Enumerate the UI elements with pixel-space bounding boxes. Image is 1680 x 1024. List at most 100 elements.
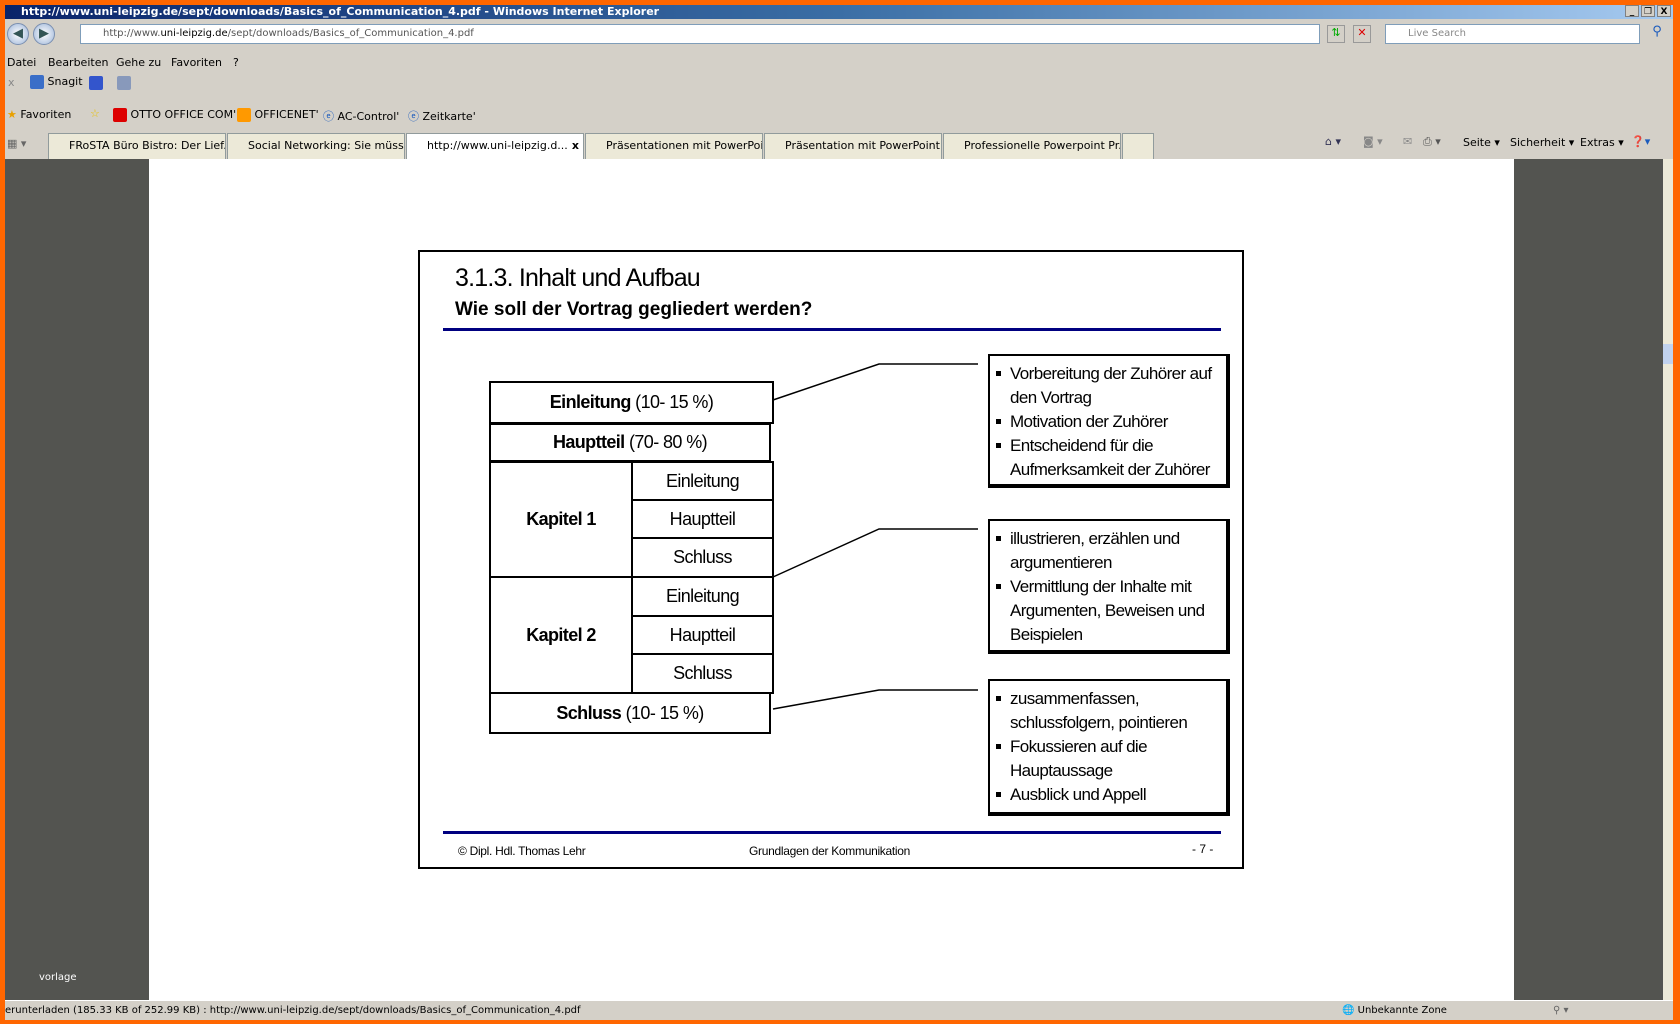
tab-social-networking[interactable]: Social Networking: Sie müsse...	[227, 133, 405, 159]
bullet-text: Motivation der Zuhörer	[996, 410, 1218, 434]
stop-icon[interactable]: ✕	[1353, 25, 1371, 43]
menu-datei[interactable]: Datei	[7, 56, 37, 69]
edit-icon[interactable]	[117, 76, 131, 90]
window-controls: _❐X	[1625, 5, 1671, 17]
search-input[interactable]: Live Search	[1385, 24, 1640, 44]
bullet-text: Vorbereitung der Zuhörer auf	[996, 362, 1218, 386]
refresh-icon[interactable]: ⇅	[1327, 25, 1345, 43]
bullet-text: Fokussieren auf die	[996, 735, 1218, 759]
ie-icon: ⓔ	[408, 110, 419, 123]
kapitel-2-box: Kapitel 2	[489, 576, 633, 694]
forward-button[interactable]: ▶	[33, 23, 55, 45]
kapitel-1-box: Kapitel 1	[489, 461, 633, 578]
slide-title: 3.1.3. Inhalt und Aufbau	[455, 264, 701, 292]
status-text: erunterladen (185.33 KB of 252.99 KB) : …	[5, 1005, 581, 1016]
browser-chrome: ◀ ▶ http://www.uni-leipzig.de/sept/downl…	[5, 19, 1673, 159]
connector-line	[772, 689, 978, 710]
connector-line	[772, 528, 978, 578]
footer-author: © Dipl. Hdl. Thomas Lehr	[458, 844, 586, 858]
star-icon: ★	[7, 108, 17, 121]
globe-icon: 🌐	[1342, 1005, 1355, 1016]
footer-divider	[443, 831, 1221, 834]
bullet-text: schlussfolgern, pointieren	[1010, 713, 1188, 732]
capture-icon[interactable]	[89, 76, 103, 90]
officenet-icon	[237, 108, 251, 122]
connector-line	[772, 363, 978, 401]
restore-button[interactable]: ❐	[1641, 5, 1655, 17]
bullet-text: argumentieren	[1010, 553, 1112, 572]
snagit-button[interactable]: Snagit	[30, 75, 83, 89]
menu-gehe-zu[interactable]: Gehe zu	[116, 56, 162, 69]
einleitung-box: Einleitung (10- 15 %)	[489, 381, 774, 424]
tab-uni-leipzig[interactable]: http://www.uni-leipzig.d... x	[406, 133, 584, 159]
kapitel-2-einleitung: Einleitung	[631, 576, 774, 617]
home-icon[interactable]: ⌂ ▾	[1325, 135, 1342, 148]
bullet-text: Hauptaussage	[1010, 761, 1113, 780]
connector-lines	[772, 363, 978, 710]
vertical-scrollbar[interactable]	[1663, 159, 1673, 1000]
close-toolbar-icon[interactable]: x	[8, 76, 15, 89]
feeds-icon[interactable]: ◙ ▾	[1363, 135, 1383, 148]
header-divider	[443, 328, 1221, 331]
fav-link-ac-control[interactable]: ⓔ AC-Control'	[323, 110, 400, 123]
kapitel-1-einleitung: Einleitung	[631, 461, 774, 501]
title-bar: http://www.uni-leipzig.de/sept/downloads…	[5, 5, 1673, 19]
close-tab-icon[interactable]: x	[571, 139, 579, 152]
bullet-text: den Vortrag	[1010, 388, 1092, 407]
bullet-text: zusammenfassen,	[996, 687, 1218, 711]
menu-help[interactable]: ?	[233, 56, 239, 69]
bullet-text: Ausblick und Appell	[996, 783, 1218, 807]
bullet-text: Vermittlung der Inhalte mit	[996, 575, 1218, 599]
close-button[interactable]: X	[1657, 5, 1671, 17]
snagit-icon	[30, 75, 44, 89]
menu-extras[interactable]: Extras ▾	[1580, 136, 1624, 149]
tab-professionelle[interactable]: Professionelle Powerpoint Pr...	[943, 133, 1121, 159]
status-bar: erunterladen (185.33 KB of 252.99 KB) : …	[5, 1000, 1673, 1020]
menu-seite[interactable]: Seite ▾	[1463, 136, 1500, 149]
menu-favoriten[interactable]: Favoriten	[171, 56, 222, 69]
hauptteil-box: Hauptteil (70- 80 %)	[489, 423, 771, 462]
bullet-text: Argumenten, Beweisen und	[1010, 601, 1205, 620]
add-favorite-icon[interactable]: ☆	[90, 107, 100, 120]
zoom-icon[interactable]: ⚲ ▾	[1553, 1005, 1569, 1016]
notes-schluss: zusammenfassen, schlussfolgern, pointiere…	[988, 679, 1230, 816]
menu-bearbeiten[interactable]: Bearbeiten	[48, 56, 109, 69]
ie-icon: ⓔ	[323, 110, 334, 123]
tab-praesentation[interactable]: Präsentation mit PowerPoint	[764, 133, 942, 159]
schluss-box: Schluss (10- 15 %)	[489, 692, 771, 734]
slide-subtitle: Wie soll der Vortrag gegliedert werden?	[455, 299, 813, 320]
tab-praesentationen[interactable]: Präsentationen mit PowerPoi...	[585, 133, 763, 159]
scroll-thumb[interactable]	[1663, 344, 1673, 364]
fav-link-zeitkarte[interactable]: ⓔ Zeitkarte'	[408, 110, 476, 123]
favorites-button[interactable]: ★ Favoriten	[7, 108, 72, 121]
search-icon[interactable]: ⚲	[1652, 24, 1662, 39]
tab-frosta[interactable]: FRoSTA Büro Bistro: Der Lief...	[48, 133, 226, 159]
minimize-button[interactable]: _	[1625, 5, 1639, 17]
slide: 3.1.3. Inhalt und Aufbau Wie soll der Vo…	[418, 250, 1244, 869]
mail-icon[interactable]: ✉	[1403, 135, 1413, 148]
kapitel-2-schluss: Schluss	[631, 653, 774, 694]
bullet-text: Beispielen	[1010, 625, 1083, 644]
back-button[interactable]: ◀	[7, 23, 29, 45]
kapitel-1-hauptteil: Hauptteil	[631, 499, 774, 539]
address-bar[interactable]: http://www.uni-leipzig.de/sept/downloads…	[80, 24, 1320, 44]
sidebar-label: vorlage	[39, 972, 77, 983]
window-title: http://www.uni-leipzig.de/sept/downloads…	[21, 5, 660, 18]
otto-icon	[113, 108, 127, 122]
menu-sicherheit[interactable]: Sicherheit ▾	[1510, 136, 1575, 149]
help-icon[interactable]: ❓▾	[1631, 135, 1651, 148]
security-zone[interactable]: 🌐 Unbekannte Zone	[1342, 1005, 1447, 1016]
kapitel-2-hauptteil: Hauptteil	[631, 615, 774, 655]
print-icon[interactable]: ⎙ ▾	[1423, 135, 1441, 148]
kapitel-1-schluss: Schluss	[631, 537, 774, 578]
footer-title: Grundlagen der Kommunikation	[749, 844, 911, 858]
fav-link-otto[interactable]: OTTO OFFICE COM'	[113, 108, 236, 122]
page-number: - 7 -	[1192, 842, 1214, 856]
fav-link-officenet[interactable]: OFFICENET'	[237, 108, 319, 122]
bullet-text: Aufmerksamkeit der Zuhörer	[1010, 460, 1210, 479]
quick-tabs-icon[interactable]: ▦ ▾	[7, 137, 27, 150]
bullet-text: Entscheidend für die	[996, 434, 1218, 458]
new-tab-button[interactable]	[1122, 133, 1154, 159]
